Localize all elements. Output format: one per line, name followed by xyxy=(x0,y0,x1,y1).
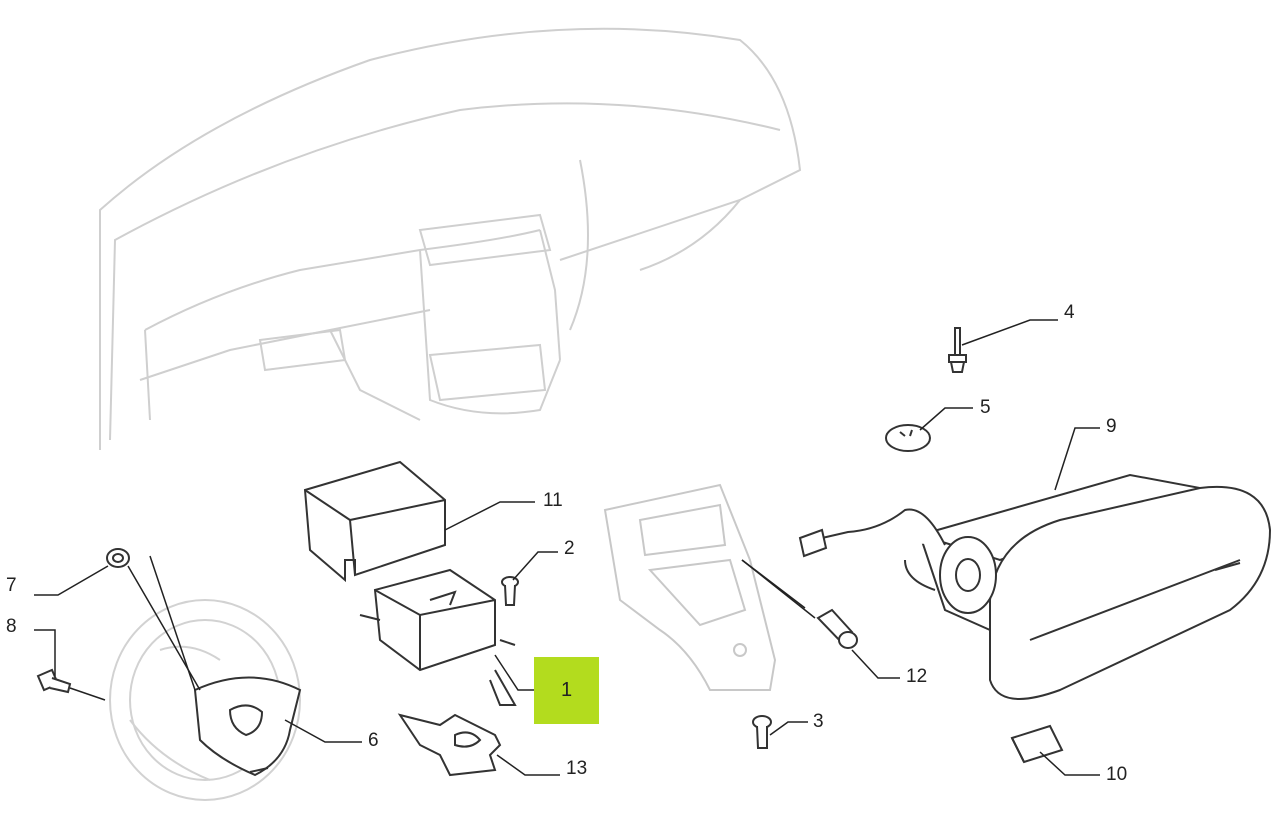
callout-3: 3 xyxy=(813,711,824,732)
callout-9: 9 xyxy=(1106,416,1117,437)
bolt-3 xyxy=(752,715,772,749)
leader-lines xyxy=(34,319,1100,776)
console-ghost xyxy=(603,483,777,691)
cover-box xyxy=(303,460,446,583)
connector-12 xyxy=(816,608,858,649)
ring-washer xyxy=(106,548,130,568)
stud-4 xyxy=(948,327,967,373)
callout-13: 13 xyxy=(566,758,588,779)
callout-4: 4 xyxy=(1064,302,1075,323)
screw-8 xyxy=(36,668,72,694)
callout-5: 5 xyxy=(980,397,991,418)
passenger-airbag xyxy=(798,473,1272,700)
disc-5 xyxy=(885,424,931,452)
cap-10 xyxy=(1010,724,1064,764)
callout-6: 6 xyxy=(368,730,379,751)
callout-11: 11 xyxy=(543,490,563,511)
control-unit xyxy=(359,568,516,672)
dashboard-ghost xyxy=(99,27,802,450)
driver-airbag xyxy=(193,676,302,777)
callout-2: 2 xyxy=(564,538,575,559)
bolt-2 xyxy=(501,576,519,606)
callout-7: 7 xyxy=(6,575,17,596)
bracket xyxy=(397,669,517,777)
callout-1-highlighted[interactable]: 1 xyxy=(534,657,599,724)
callout-8: 8 xyxy=(6,616,17,637)
callout-10: 10 xyxy=(1106,764,1128,785)
callout-12: 12 xyxy=(906,666,928,687)
